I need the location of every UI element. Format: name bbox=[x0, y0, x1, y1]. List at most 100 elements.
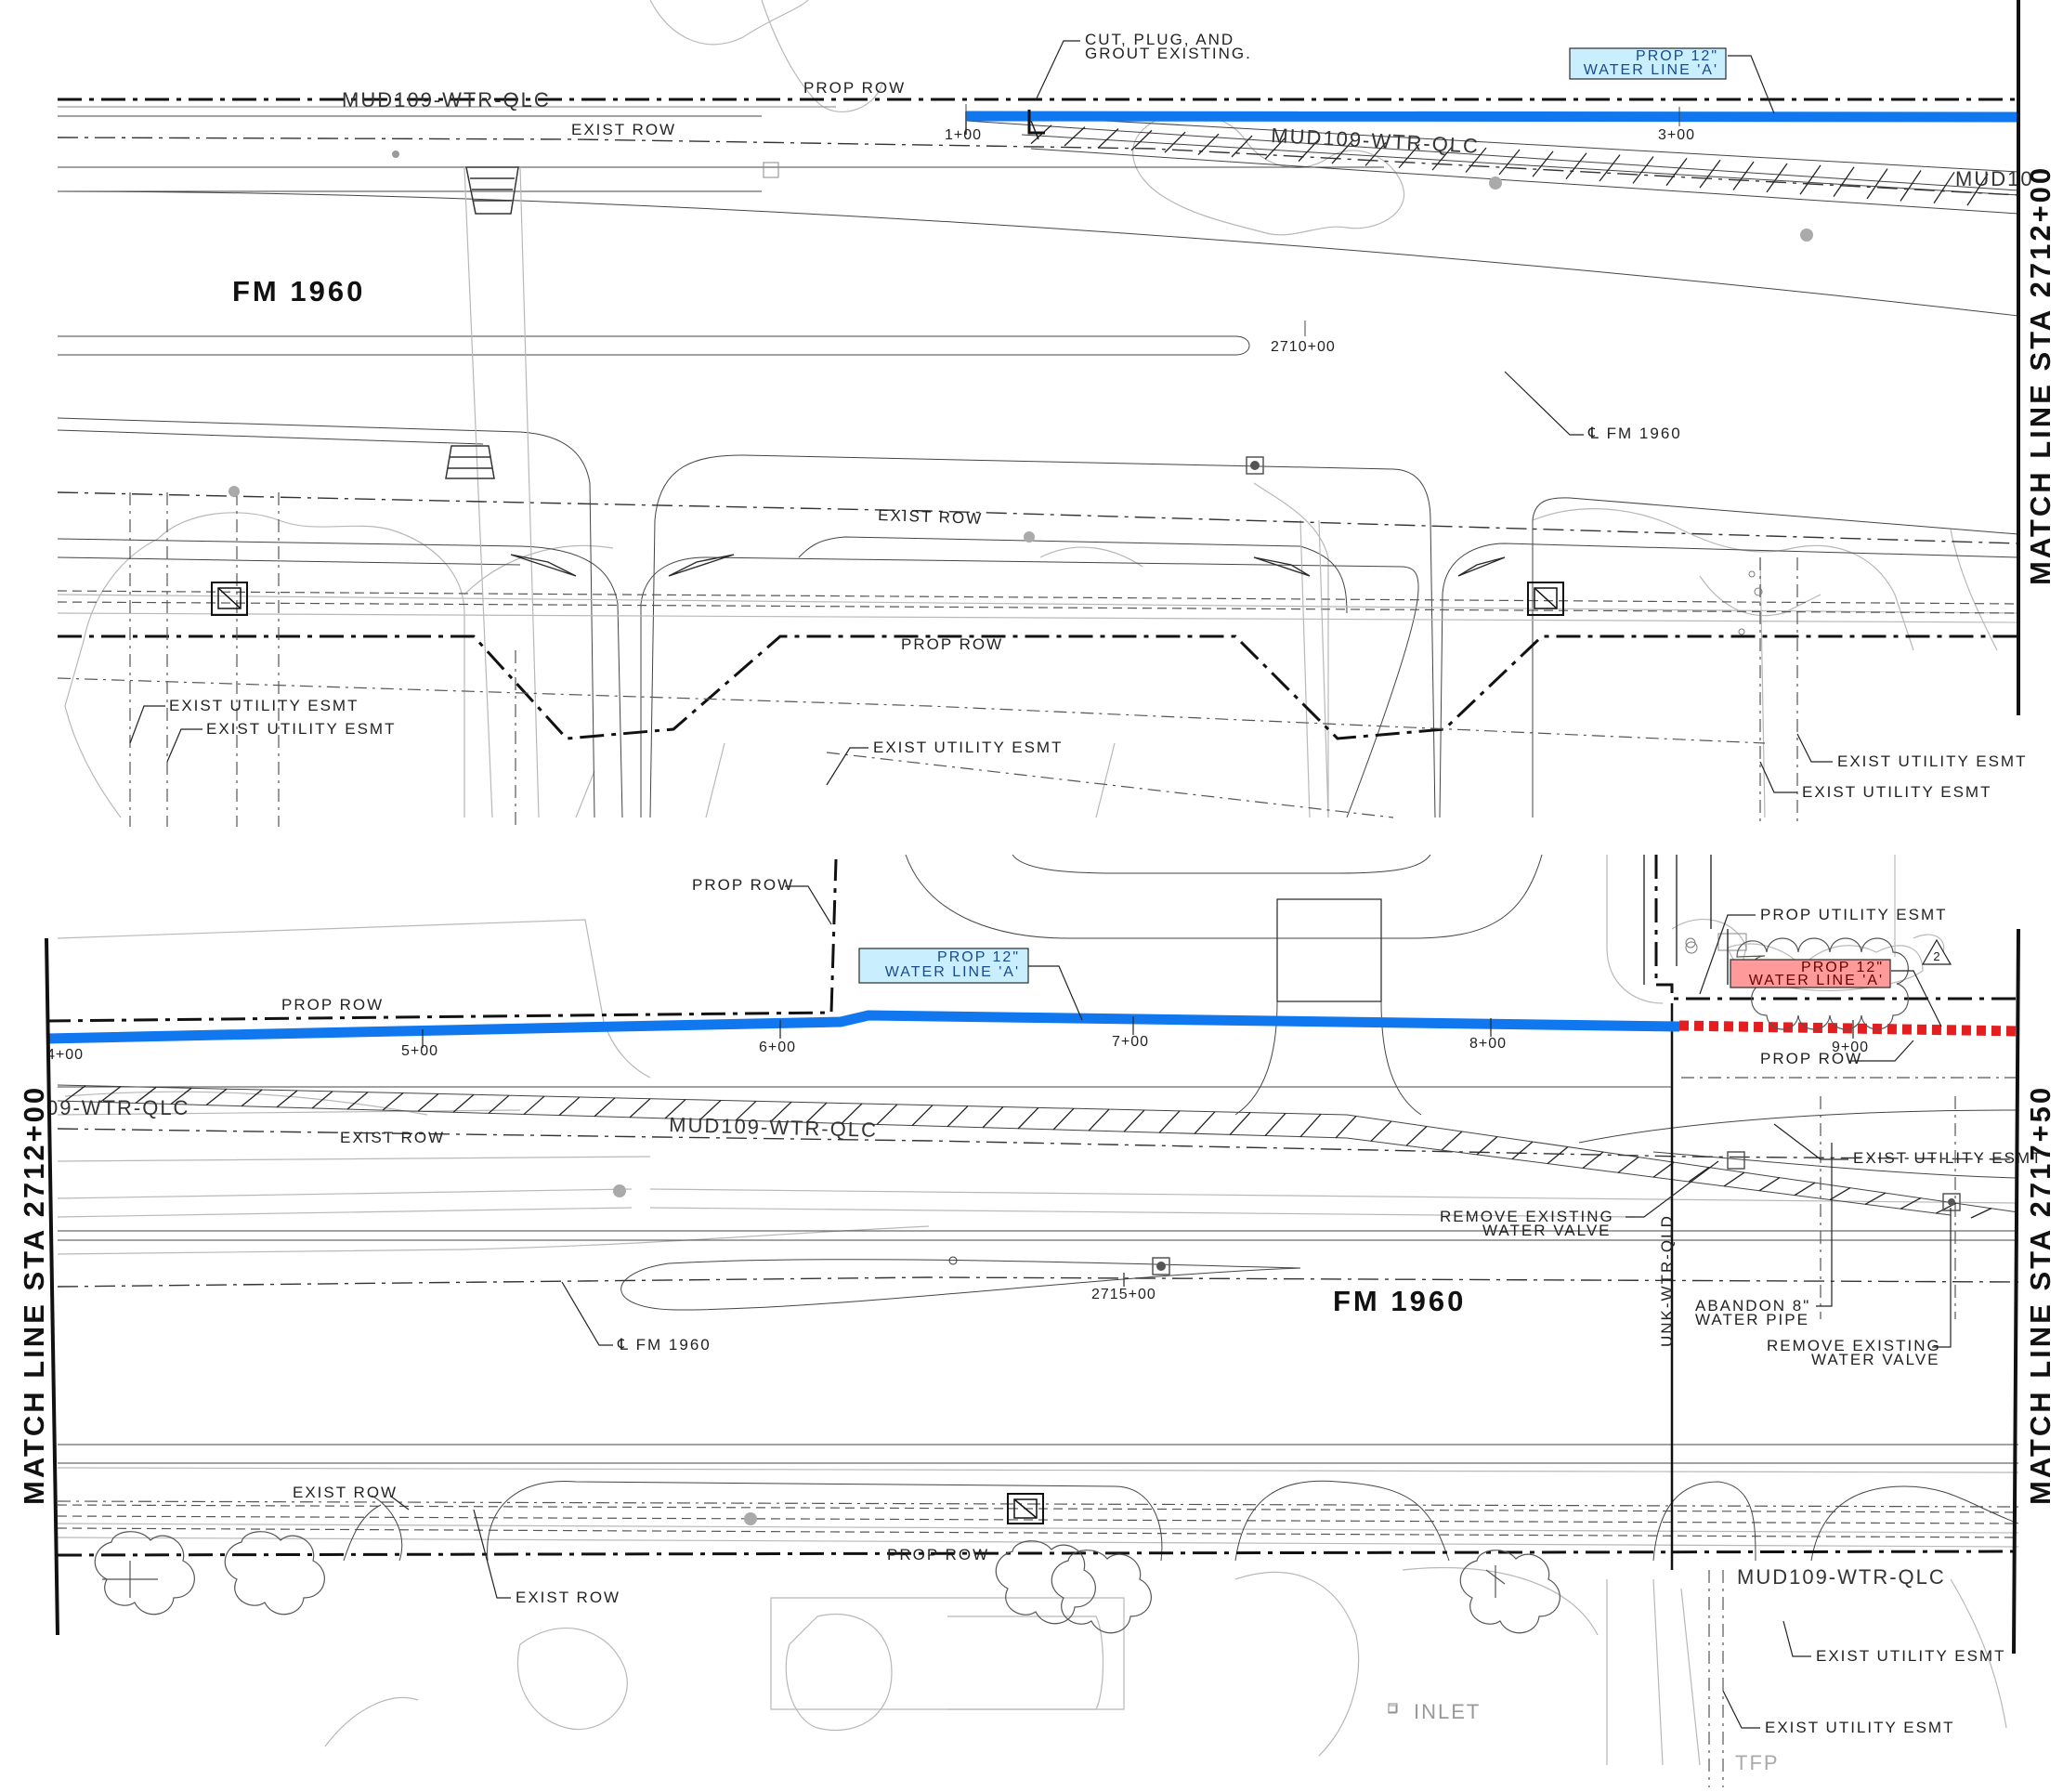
hatch-line bbox=[1900, 170, 1922, 202]
bottom-plan-panel: FM 1960 PROP ROW PROP ROW EXIST ROW MUD1… bbox=[18, 854, 2056, 1787]
hatch-line bbox=[1799, 164, 1821, 195]
hatch-line bbox=[841, 1103, 863, 1124]
prop-row-label-top-2: PROP ROW bbox=[901, 635, 1003, 653]
hatch-line bbox=[452, 1093, 475, 1113]
centerline-label-bottom: ℄ FM 1960 bbox=[617, 1336, 712, 1354]
callout-bottom-line2: WATER LINE 'A' bbox=[885, 964, 1020, 980]
hatch-line bbox=[1966, 173, 1989, 206]
remove-valve-1-line1: REMOVE EXISTING bbox=[1440, 1208, 1614, 1225]
hatch-line bbox=[629, 1098, 651, 1118]
station-top-1: 1+00 bbox=[945, 127, 982, 143]
hatch-line bbox=[1264, 137, 1286, 160]
hatch-line bbox=[947, 1105, 969, 1128]
hatch-line bbox=[805, 1102, 828, 1123]
hatch-line bbox=[488, 1094, 510, 1114]
hatch-line bbox=[1194, 1111, 1216, 1134]
hatch-line bbox=[241, 1089, 263, 1107]
hatch-line bbox=[311, 1091, 333, 1109]
prop-row-label-top: PROP ROW bbox=[803, 79, 906, 97]
hatch-line bbox=[1158, 1110, 1181, 1133]
hatch-line bbox=[1405, 1125, 1428, 1146]
exist-row-label-top-2: EXIST ROW bbox=[878, 506, 984, 528]
hatch-line bbox=[1933, 171, 1955, 204]
hatch-line bbox=[1398, 143, 1420, 169]
exist-utility-esmt-5: EXIST UTILITY ESMT bbox=[1802, 783, 1991, 801]
hatch-line bbox=[1298, 138, 1320, 163]
hatch-line bbox=[876, 1104, 898, 1126]
hatch-line bbox=[911, 1105, 934, 1127]
revision-number: 2 bbox=[1933, 949, 1939, 963]
hatch-line bbox=[1364, 142, 1387, 166]
hatch-line bbox=[1833, 166, 1855, 198]
hatch-line bbox=[1064, 126, 1086, 147]
hatch-line bbox=[1565, 152, 1587, 180]
prop-water-line-callout-top bbox=[1569, 47, 1727, 80]
hatch-line bbox=[1197, 133, 1220, 155]
hatch-line bbox=[64, 1085, 86, 1102]
prop-row-label-3: PROP ROW bbox=[1760, 1050, 1862, 1067]
hatch-line bbox=[135, 1086, 157, 1104]
curb-returns bbox=[510, 554, 1506, 577]
hatch-line bbox=[1441, 1131, 1463, 1151]
hatch-line bbox=[1582, 1151, 1604, 1170]
utility-structures bbox=[211, 111, 1813, 635]
hatch-line bbox=[1097, 128, 1119, 149]
hatch-line bbox=[770, 1101, 792, 1122]
exist-row-label-1: EXIST ROW bbox=[340, 1129, 445, 1146]
exist-row-label-top: EXIST ROW bbox=[571, 121, 676, 138]
hatch-line bbox=[1088, 1108, 1110, 1131]
exist-utility-esmt-b2: EXIST UTILITY ESMT bbox=[1816, 1647, 2005, 1665]
hatch-line bbox=[417, 1092, 439, 1112]
exist-utility-esmt-3: EXIST UTILITY ESMT bbox=[873, 739, 1063, 756]
bottom-labels: FM 1960 PROP ROW PROP ROW EXIST ROW MUD1… bbox=[46, 876, 2043, 1774]
mud-label-bottom: MUD109-WTR-QLC bbox=[669, 1113, 878, 1142]
station-5: 5+00 bbox=[401, 1043, 438, 1059]
mud-label-top: MUD109-WTR-QLC bbox=[342, 88, 551, 111]
hatch-line bbox=[1766, 163, 1788, 193]
hatch-line bbox=[699, 1099, 722, 1120]
exist-row-label-3: EXIST ROW bbox=[516, 1589, 620, 1606]
hatch-line bbox=[1665, 157, 1688, 187]
callout-top-line2: WATER LINE 'A' bbox=[1584, 62, 1718, 78]
hatch-line bbox=[1123, 1109, 1145, 1132]
hatch-line bbox=[664, 1099, 686, 1119]
hatch-line bbox=[1829, 1187, 1851, 1201]
hatch-line bbox=[382, 1092, 404, 1111]
match-line-bottom-left bbox=[45, 937, 59, 1636]
revision-callout bbox=[1730, 959, 1891, 988]
callout-red-line1: PROP 12" bbox=[1801, 960, 1884, 975]
station-ticks-bottom bbox=[422, 1016, 1854, 1287]
hatch-line bbox=[1017, 1106, 1039, 1130]
mud-easement-hatch-bottom bbox=[57, 1084, 2019, 1219]
hatch-line bbox=[1465, 147, 1487, 173]
exist-utility-esmt-b1: EXIST UTILITY ESMT bbox=[1853, 1149, 2043, 1167]
hatch-line bbox=[1758, 1177, 1781, 1192]
hatch-line bbox=[1299, 1113, 1322, 1138]
hatch-line bbox=[558, 1096, 581, 1117]
remove-valve-2-line1: REMOVE EXISTING bbox=[1767, 1337, 1941, 1354]
hatch-line bbox=[1335, 1116, 1357, 1139]
hatch-line bbox=[1130, 129, 1153, 151]
hatch-line bbox=[1732, 161, 1755, 190]
hatch-line bbox=[1699, 159, 1721, 189]
unk-water-label: UNK-WTR-QLD bbox=[1658, 1214, 1676, 1347]
exist-utility-esmt-b3: EXIST UTILITY ESMT bbox=[1765, 1719, 1954, 1736]
hatch-line bbox=[1900, 1197, 1922, 1210]
hatch-line bbox=[99, 1086, 122, 1103]
revision-cloud bbox=[1736, 937, 1909, 1030]
hatch-line bbox=[1970, 1208, 1992, 1219]
hatch-line bbox=[1794, 1182, 1816, 1197]
road-name-bottom: FM 1960 bbox=[1333, 1285, 1466, 1317]
centerline-station-top: 2710+00 bbox=[1271, 339, 1336, 355]
station-6: 6+00 bbox=[759, 1040, 796, 1055]
exist-utility-esmt-1: EXIST UTILITY ESMT bbox=[169, 697, 359, 714]
hatch-line bbox=[1431, 145, 1454, 171]
hatch-line bbox=[1866, 168, 1888, 200]
hatch-line bbox=[1164, 131, 1186, 153]
utility-structures-bottom bbox=[94, 941, 1961, 1714]
remove-valve-2-line2: WATER VALVE bbox=[1811, 1351, 1940, 1368]
exist-utility-esmt-2: EXIST UTILITY ESMT bbox=[206, 720, 396, 738]
hatch-line bbox=[1617, 1157, 1639, 1173]
